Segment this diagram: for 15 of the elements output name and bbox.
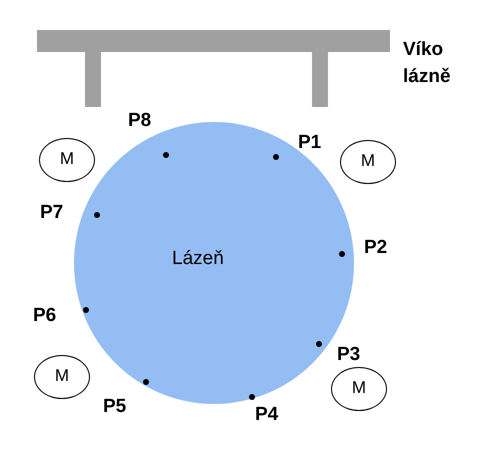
lid-label: Víko lázně <box>403 38 452 89</box>
point-label: P2 <box>364 237 388 259</box>
point-label: P5 <box>103 396 126 418</box>
motor-label: M <box>350 378 368 398</box>
motor-label: M <box>58 149 76 169</box>
point-label: P4 <box>255 404 278 426</box>
lid-drawing <box>37 30 390 107</box>
point-label: P7 <box>40 202 64 224</box>
motor-label: M <box>360 151 376 171</box>
point-label: P6 <box>33 305 56 327</box>
point-label: P1 <box>298 132 322 154</box>
point-label: P8 <box>128 110 152 132</box>
point-label: P3 <box>337 344 360 366</box>
bath-label: Lázeň <box>172 248 224 270</box>
motor-label: M <box>54 366 70 386</box>
